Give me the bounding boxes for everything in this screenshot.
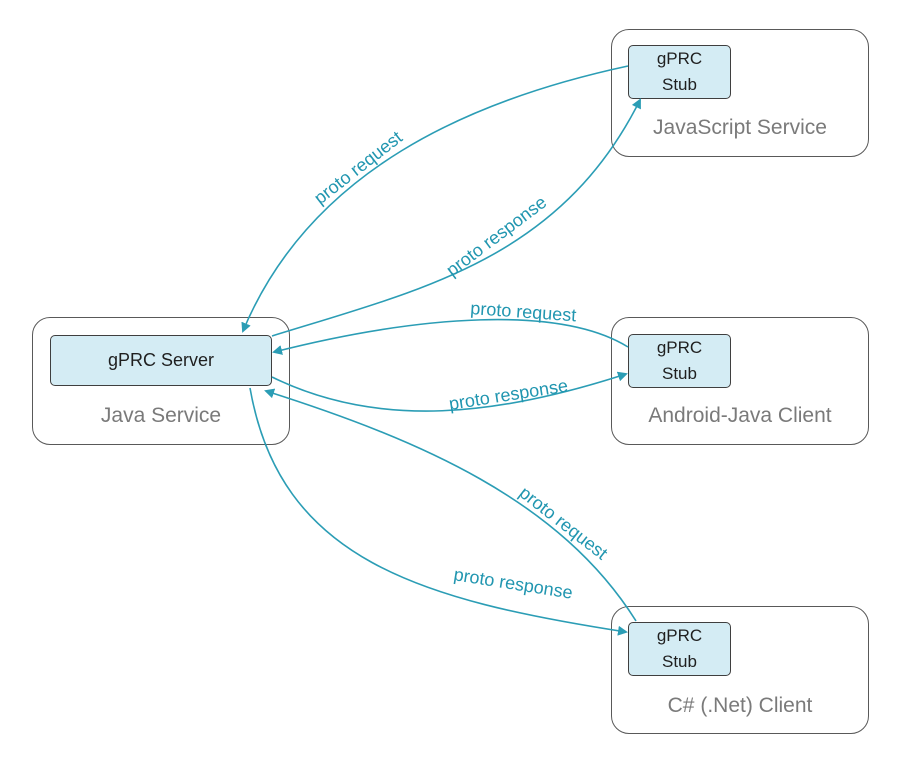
csharp-request-arrow [264,388,637,622]
android-stub-line2: Stub [662,364,697,383]
js-response-label: proto response [442,192,550,280]
java-service-label: Java Service [100,404,222,427]
android-request-label: proto request [470,298,577,325]
android-response-arrow [271,371,628,412]
csharp-stub-line1: gPRC [656,626,703,645]
js-request-arrow [241,65,629,333]
csharp-grpc-stub-box: gPRC Stub [628,622,731,676]
js-grpc-stub-box: gPRC Stub [628,45,731,99]
grpc-server-box: gPRC Server [50,335,272,386]
android-grpc-stub-box: gPRC Stub [628,334,731,388]
android-stub-line1: gPRC [656,338,703,357]
android-response-label: proto response [447,375,569,414]
csharp-response-arrow [249,387,628,636]
android-request-arrow [272,318,629,355]
csharp-response-label: proto response [452,564,574,603]
csharp-request-label: proto request [516,482,612,563]
android-client-label: Android-Java Client [648,404,832,427]
grpc-server-label: gPRC Server [107,350,215,370]
js-stub-line2: Stub [662,75,697,94]
csharp-client-label: C# (.Net) Client [667,694,813,717]
js-response-arrow [271,98,641,337]
csharp-stub-line2: Stub [662,652,697,671]
javascript-service-label: JavaScript Service [653,116,827,139]
js-stub-line1: gPRC [656,49,703,68]
js-request-label: proto request [310,127,406,208]
